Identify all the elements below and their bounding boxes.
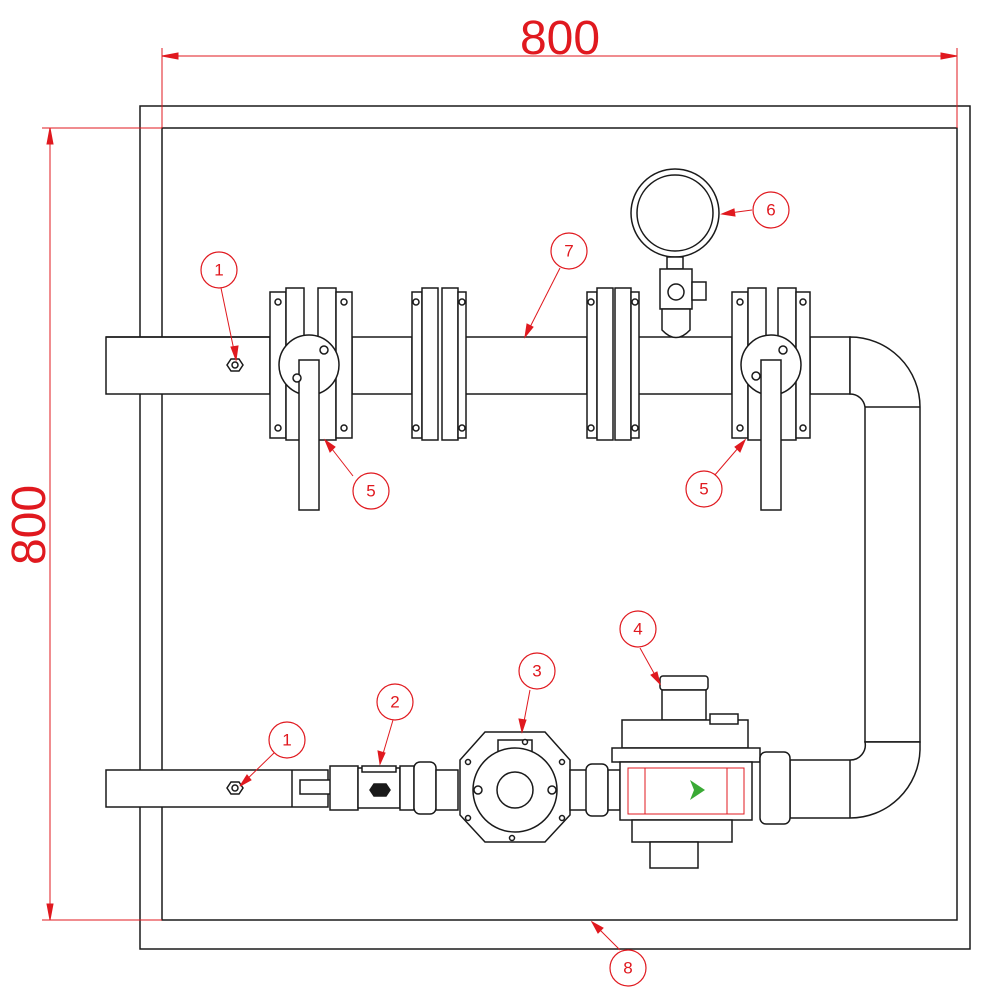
svg-text:6: 6	[766, 201, 775, 220]
flange-pair-b	[411, 287, 467, 441]
width-dimension	[161, 48, 958, 128]
callout-3: 3	[518, 652, 556, 690]
svg-text:1: 1	[214, 261, 223, 280]
callout-8: 8	[609, 949, 647, 987]
plug-upper	[226, 358, 244, 372]
callout-6: 6	[752, 191, 790, 229]
callout-5-left: 5	[352, 472, 390, 510]
height-dimension-label: 800	[3, 485, 56, 565]
plug-lower	[226, 781, 244, 795]
pressure-gauge	[630, 168, 720, 339]
right-bend	[789, 741, 921, 819]
callout-1-lower: 1	[268, 721, 306, 759]
union-fitting	[585, 763, 621, 817]
svg-text:3: 3	[532, 662, 541, 681]
ball-valve-lower	[299, 761, 459, 815]
upper-pipe	[105, 336, 921, 743]
callout-leaders	[220, 208, 753, 951]
ball-valve-upper-right	[740, 334, 802, 511]
svg-text:2: 2	[390, 693, 399, 712]
svg-text:7: 7	[564, 242, 573, 261]
svg-text:5: 5	[699, 480, 708, 499]
svg-text:8: 8	[623, 959, 632, 978]
regulator-inner-lines	[627, 767, 745, 815]
flange-pair-c	[586, 287, 640, 441]
filter	[459, 731, 593, 843]
callout-1-upper: 1	[200, 251, 238, 289]
callout-4: 4	[619, 610, 657, 648]
cabinet-frame	[139, 105, 971, 950]
height-dimension	[42, 127, 162, 921]
callout-2: 2	[376, 683, 414, 721]
callout-5-right: 5	[685, 470, 723, 508]
flow-direction-arrow	[690, 780, 705, 800]
svg-text:1: 1	[282, 731, 291, 750]
svg-text:4: 4	[633, 620, 642, 639]
width-dimension-label: 800	[520, 12, 600, 65]
pressure-regulator	[611, 675, 791, 869]
lower-pipe	[105, 769, 329, 808]
svg-text:5: 5	[366, 482, 375, 501]
callout-7: 7	[550, 232, 588, 270]
ball-valve-upper-left	[278, 334, 340, 511]
